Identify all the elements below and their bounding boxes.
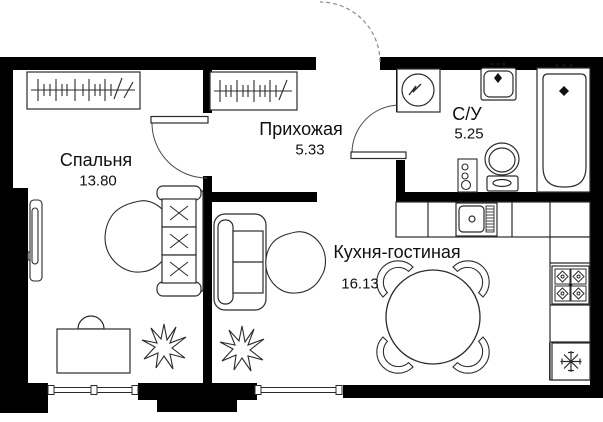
washing-machine <box>396 68 441 113</box>
refrigerator <box>549 342 591 381</box>
room-area-kitchen-living: 16.13 <box>341 275 379 293</box>
washing-drum-icon <box>401 73 435 107</box>
door-swing-icon <box>319 1 381 63</box>
room-name-bedroom: Спальня <box>59 150 133 170</box>
room-area-bedroom: 13.80 <box>79 172 117 190</box>
door-leaf <box>350 151 407 160</box>
sofa-armrest <box>156 185 202 201</box>
dining-chair <box>452 336 490 374</box>
plant-kitchen <box>265 231 327 294</box>
room-name-kitchen-living: Кухня-гостиная <box>333 242 461 262</box>
hanger-rail-icon <box>214 79 292 102</box>
door-swing-icon <box>351 104 401 154</box>
desk <box>56 328 131 374</box>
walls <box>0 57 603 413</box>
window-kitchen <box>254 385 343 395</box>
room-name-bathroom: С/У <box>452 104 482 124</box>
door-swing-icon <box>151 122 208 179</box>
snowflake-icon <box>560 351 582 372</box>
toilet <box>484 142 520 192</box>
room-area-hallway: 5.33 <box>295 141 325 159</box>
drainboard <box>485 205 495 233</box>
room-name-hallway: Прихожая <box>259 119 343 139</box>
burner-icon <box>554 268 587 302</box>
kitchen-sink <box>455 202 498 237</box>
sofa-cushion <box>161 198 197 228</box>
sofa <box>156 185 204 297</box>
plant-star-kitchen <box>219 325 265 372</box>
door-bathroom <box>350 104 407 160</box>
faucet-icon <box>494 73 502 83</box>
tv <box>27 199 43 282</box>
wardrobe-bedroom <box>26 71 141 110</box>
desk-chair <box>77 315 105 330</box>
faucet-icon <box>559 86 569 96</box>
hanger-rail-icon <box>31 77 135 101</box>
dining-chair <box>376 336 414 374</box>
wardrobe-hallway <box>209 71 298 111</box>
window-bedroom <box>47 385 139 395</box>
bathroom-sink <box>480 62 517 101</box>
door-bedroom <box>150 115 209 179</box>
stove <box>551 265 590 305</box>
dining-chairs <box>376 260 490 374</box>
bathtub <box>536 63 591 193</box>
sofa-armrest <box>156 281 202 297</box>
room-area-bathroom: 5.25 <box>454 125 484 143</box>
armchair <box>213 213 267 311</box>
door-leaf <box>150 115 209 124</box>
plant-star-bedroom <box>141 323 187 370</box>
towel-rail <box>457 158 478 193</box>
dining-chair <box>452 260 490 298</box>
armchair-back <box>217 219 234 305</box>
dining-table <box>385 269 481 365</box>
dining-chair <box>376 260 414 298</box>
entrance-door <box>319 1 381 63</box>
